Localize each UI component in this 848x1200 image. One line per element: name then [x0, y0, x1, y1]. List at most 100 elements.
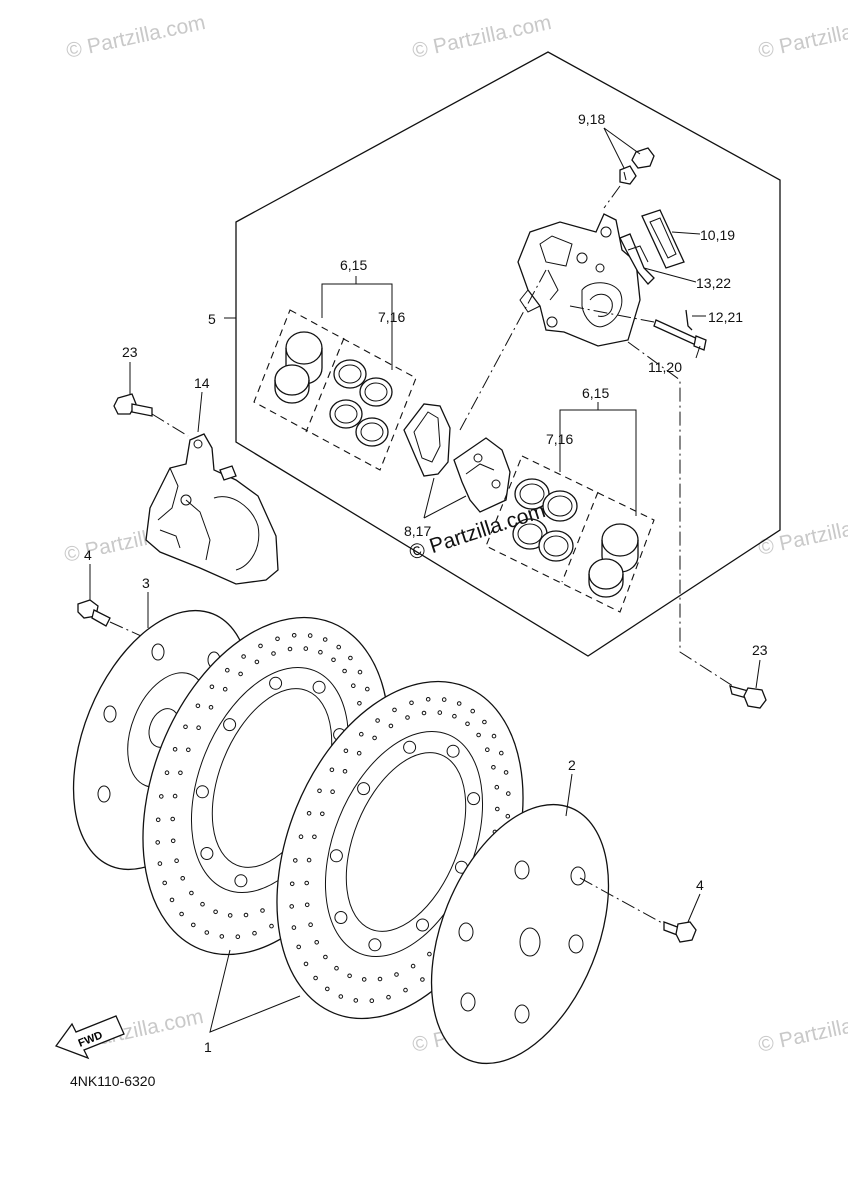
rear-disc-large-hole	[234, 874, 248, 888]
rear-disc-hole	[365, 686, 370, 692]
front-disc-hole	[306, 857, 312, 863]
leader-lines	[89, 127, 761, 1033]
piston-kit-upper	[253, 309, 417, 471]
callout-6-15-lower: 6,15	[582, 385, 609, 401]
rear-disc-hole	[172, 793, 178, 799]
front-disc-hole	[377, 976, 383, 982]
rear-disc-hole	[322, 637, 328, 642]
front-disc-hole	[308, 922, 313, 928]
pad-clip	[619, 233, 655, 285]
callout-4-left: 4	[84, 547, 92, 563]
right-caliper-body	[517, 213, 641, 347]
fwd-arrow: FWD	[54, 1015, 125, 1060]
rear-disc-hole	[172, 747, 178, 752]
rear-disc-hole	[243, 912, 249, 918]
front-disc-hole	[392, 707, 397, 713]
rear-disc-hole	[291, 633, 297, 638]
callout-3: 3	[142, 575, 150, 591]
caliper-bolt-right	[729, 685, 767, 709]
rear-disc-hole	[252, 930, 257, 936]
front-disc-hole	[394, 972, 399, 977]
rear-disc-hole	[225, 667, 230, 673]
front-disc-hole	[347, 973, 352, 979]
callout-23-left: 23	[122, 344, 138, 360]
front-disc-hole	[470, 708, 476, 714]
front-disc-hole	[465, 721, 470, 727]
callout-7-16-upper: 7,16	[378, 309, 405, 325]
brake-pad-left	[403, 403, 451, 477]
front-disc-hole	[427, 951, 432, 957]
front-disc-hole	[314, 940, 320, 945]
rear-disc-hole	[235, 934, 241, 940]
callout-13-22: 13,22	[696, 275, 731, 291]
rear-disc-hole	[204, 930, 210, 935]
front-disc-hole	[293, 858, 298, 863]
front-disc-hole	[289, 904, 295, 909]
front-disc-hole	[386, 994, 391, 1000]
front-disc-hole	[420, 977, 425, 982]
front-disc-hole	[330, 789, 335, 795]
disc-bolt-right	[663, 921, 697, 943]
rear-disc-hole	[180, 876, 185, 881]
rear-disc-hole	[169, 897, 175, 903]
watermark-top-right: © Partzilla.com	[756, 11, 848, 63]
rear-disc-hole	[213, 909, 218, 915]
pad-pin	[569, 305, 707, 351]
front-disc-hole	[456, 701, 462, 706]
front-disc-large-hole	[403, 740, 417, 754]
rear-disc-hole	[178, 770, 183, 776]
rear-disc-hole	[183, 724, 188, 730]
rear-disc-hole	[191, 922, 196, 928]
front-disc-hole	[312, 834, 317, 840]
rear-disc-hole	[189, 890, 194, 896]
front-disc-hole	[410, 963, 416, 969]
caliper-bolt-left	[113, 393, 189, 437]
rear-disc-hole	[157, 861, 163, 866]
front-disc-hole	[388, 723, 394, 729]
callout-1: 1	[204, 1039, 212, 1055]
front-disc-hole	[409, 700, 414, 706]
rear-disc-hole	[241, 654, 246, 659]
front-disc-hole	[329, 767, 335, 773]
front-disc-hole	[421, 710, 427, 716]
front-disc-hole	[303, 961, 309, 967]
callout-5: 5	[208, 311, 216, 327]
rear-disc-hole	[164, 770, 170, 776]
rear-disc-large-hole	[223, 718, 237, 732]
front-disc-hole	[476, 732, 481, 738]
rear-disc-hole	[238, 671, 243, 677]
rear-disc-hole	[269, 923, 274, 929]
rear-disc-hole	[303, 646, 309, 651]
front-disc-large-hole	[467, 792, 481, 806]
rear-disc-hole	[357, 669, 363, 675]
front-disc-large-hole	[446, 744, 460, 758]
rear-disc-large-hole	[195, 785, 209, 799]
front-disc-hole	[375, 718, 380, 723]
callout-4-right: 4	[696, 877, 704, 893]
rear-disc-hole	[336, 644, 342, 650]
rear-disc-hole	[254, 659, 260, 665]
rear-disc-hole	[174, 858, 179, 864]
callout-23-right: 23	[752, 642, 768, 658]
callout-6-15-upper: 6,15	[340, 257, 367, 273]
bleed-screw	[603, 147, 655, 209]
rear-disc-hole	[155, 817, 161, 823]
rear-disc-hole	[209, 684, 215, 690]
front-disc-hole	[405, 715, 410, 720]
rear-disc-hole	[348, 655, 353, 661]
rear-disc-hole	[179, 911, 184, 917]
watermark-top-left: © Partzilla.com	[64, 11, 207, 63]
left-caliper	[145, 433, 279, 585]
front-disc-hole	[325, 986, 330, 992]
front-disc-hole	[296, 944, 302, 950]
piston-kit-lower	[485, 455, 655, 613]
front-disc-hole	[298, 834, 304, 840]
disc-bolt-left	[77, 599, 151, 641]
front-disc-large-hole	[334, 911, 348, 924]
rear-disc-hole	[258, 643, 263, 649]
front-disc-hole	[505, 813, 511, 819]
callout-7-16-lower: 7,16	[546, 431, 573, 447]
rear-disc-hole	[331, 657, 336, 663]
front-disc-hole	[304, 880, 310, 886]
